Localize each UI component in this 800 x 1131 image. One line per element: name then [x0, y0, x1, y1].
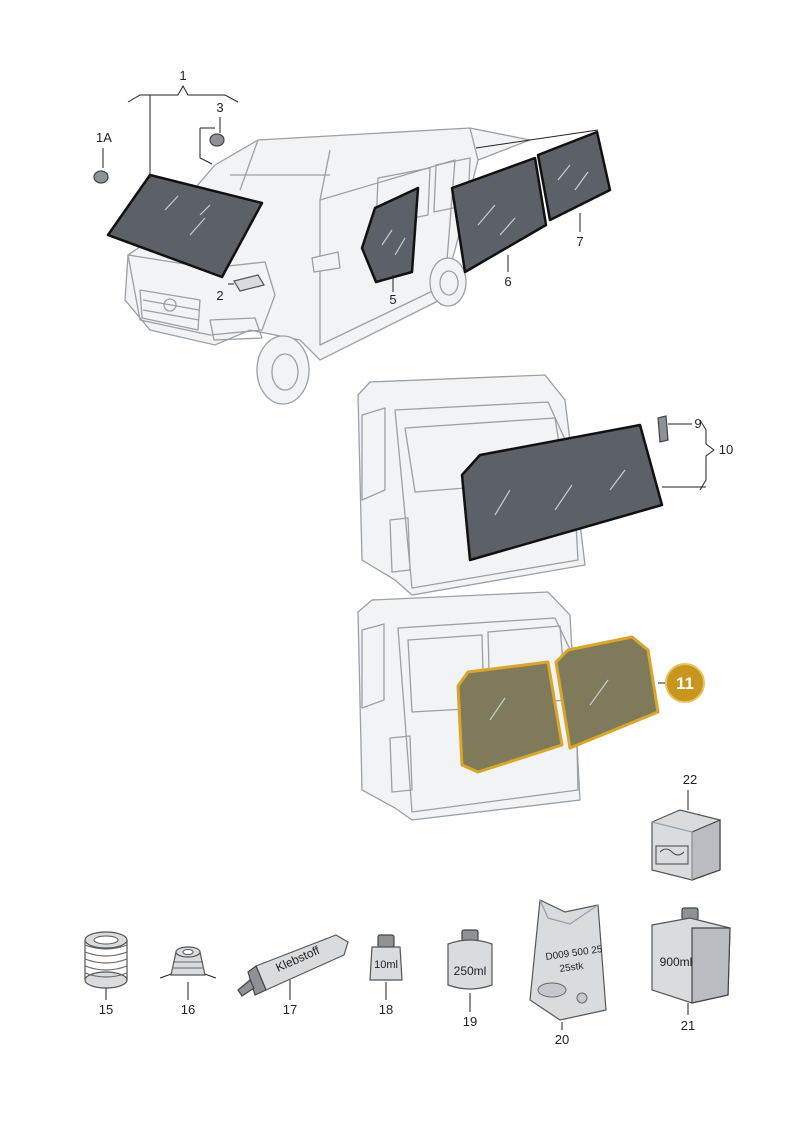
rear-door-left-glass-highlighted	[456, 660, 564, 774]
callout-22: 22	[683, 772, 697, 787]
side-window-6-glass	[450, 156, 548, 274]
primer-can-19: 250ml	[447, 929, 493, 990]
callout-5: 5	[389, 292, 396, 307]
callout-19: 19	[463, 1014, 477, 1029]
small-bottle-label: 10ml	[374, 959, 398, 971]
adhesive-tube-17: Klebstoff	[237, 934, 349, 997]
side-window-7-glass	[536, 130, 612, 222]
callout-11-label: 11	[676, 674, 694, 693]
can-label: 250ml	[454, 964, 487, 978]
callout-20: 20	[555, 1032, 569, 1047]
rear-door-right-glass-highlighted	[554, 635, 660, 750]
side-door-glass	[360, 186, 420, 284]
callout-18: 18	[379, 1002, 393, 1017]
part-3-clip	[209, 133, 225, 147]
windscreen-glass	[106, 173, 264, 279]
primer-bottle-18: 10ml	[369, 934, 403, 981]
callout-9: 9	[694, 416, 701, 431]
callout-3: 3	[216, 100, 223, 115]
jug-label: 900ml	[660, 955, 693, 969]
rear-window-glass	[460, 423, 664, 562]
callout-1a: 1A	[96, 130, 112, 145]
sealing-cord-coil-15	[84, 931, 128, 989]
part-9-clip	[657, 415, 669, 443]
callout-11-badge	[665, 663, 705, 703]
sealing-tape-spool-16	[159, 946, 217, 979]
rain-sensor-part	[233, 274, 265, 292]
callout-15: 15	[99, 1002, 113, 1017]
part-1a-clip	[93, 170, 109, 184]
leader-lines-rear-upper	[662, 419, 715, 491]
box-part-22	[651, 809, 721, 881]
callout-21: 21	[681, 1018, 695, 1033]
callout-16: 16	[181, 1002, 195, 1017]
callout-2: 2	[216, 288, 223, 303]
callout-10: 10	[719, 442, 733, 457]
callout-17: 17	[283, 1002, 297, 1017]
cleaner-jug-21: 900ml	[651, 907, 731, 1004]
callout-7: 7	[576, 234, 583, 249]
leader-lines-top	[102, 84, 599, 292]
callout-1: 1	[179, 68, 186, 83]
callout-6: 6	[504, 274, 511, 289]
parts-bag-20: D009 500 25 25stk	[529, 899, 607, 1021]
bag-label-line2: 25stk	[559, 961, 585, 975]
